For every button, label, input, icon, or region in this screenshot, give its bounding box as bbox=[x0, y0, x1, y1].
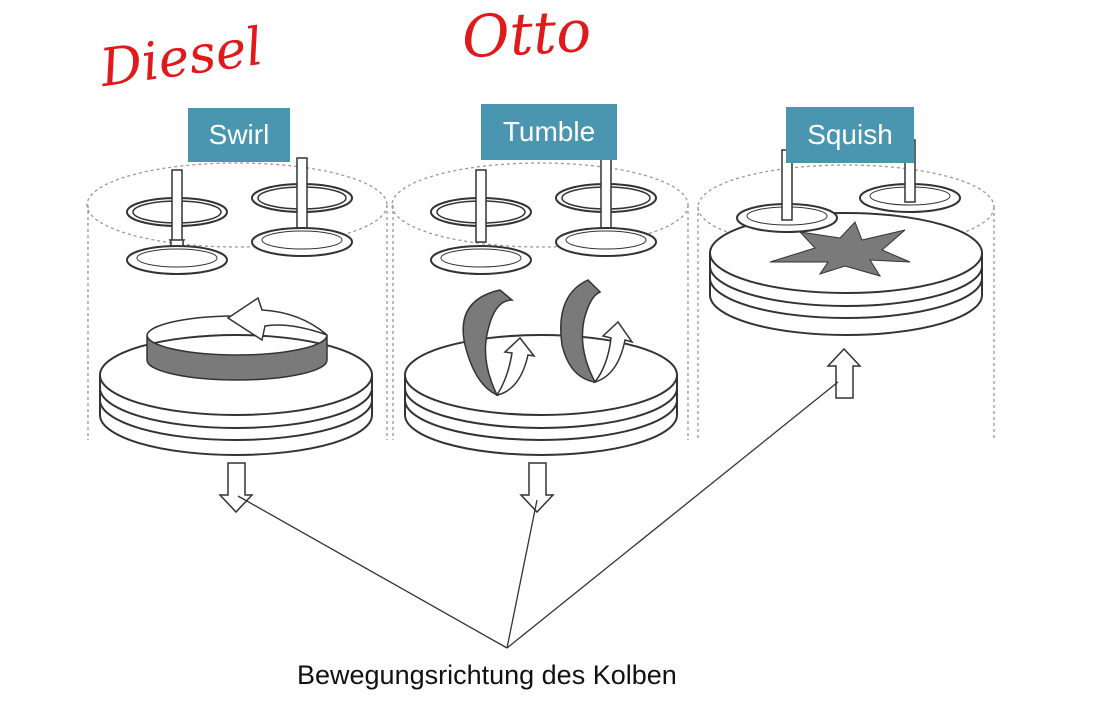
swirl-cylinder bbox=[86, 157, 388, 456]
squish-cylinder bbox=[697, 139, 995, 440]
tumble-label: Tumble bbox=[481, 104, 617, 160]
caption: Bewegungsrichtung des Kolben bbox=[297, 660, 677, 690]
pointer-line-swirl bbox=[237, 495, 508, 649]
up-arrow-squish bbox=[826, 347, 862, 399]
pointer-line-tumble bbox=[506, 499, 538, 649]
otto-annotation: Otto bbox=[460, 0, 593, 72]
down-arrow-tumble bbox=[519, 462, 555, 514]
pointer-line-squish bbox=[506, 381, 839, 649]
swirl-label: Swirl bbox=[188, 108, 290, 162]
down-arrow-swirl bbox=[218, 462, 254, 514]
squish-label: Squish bbox=[786, 107, 914, 163]
tumble-cylinder bbox=[391, 157, 689, 456]
